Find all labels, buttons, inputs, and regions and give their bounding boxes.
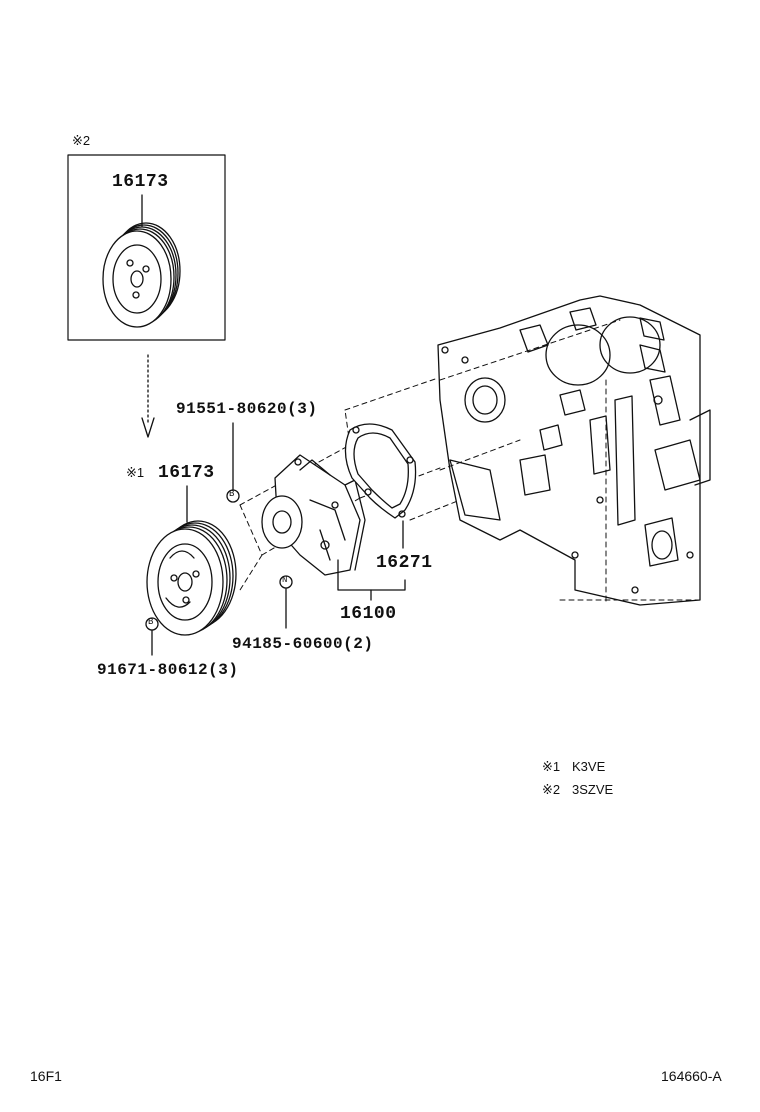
- water-pump-image: [261, 454, 366, 576]
- inset-pulley-image: [102, 222, 181, 328]
- gasket-image: [344, 423, 417, 519]
- pulley-part-number[interactable]: 16173: [158, 463, 215, 483]
- nut-badge: N: [282, 575, 288, 585]
- nut-badge-circle: [279, 575, 293, 589]
- gasket-part-number[interactable]: 16271: [376, 553, 433, 573]
- inset-box: [67, 154, 226, 341]
- mark1-label: ※1: [126, 465, 145, 480]
- footer-illustration-id: 164660-A: [661, 1068, 722, 1084]
- bolt-lower-badge-circle: [145, 617, 159, 631]
- bolt-upper-badge: B: [229, 489, 235, 499]
- inset-pulley-part-number[interactable]: 16173: [112, 172, 169, 192]
- engine-block-image: [437, 295, 711, 606]
- water-pump-part-number[interactable]: 16100: [340, 604, 397, 624]
- legend-text-2: 3SZVE: [572, 782, 614, 797]
- bolt-upper-badge-circle: [226, 489, 240, 503]
- legend-mark-2: ※2: [542, 782, 561, 797]
- nut-part-number[interactable]: 94185-60600(2): [232, 635, 374, 653]
- mark2-label: ※2: [72, 133, 91, 148]
- legend-text-1: K3VE: [572, 759, 606, 774]
- footer-page-code: 16F1: [30, 1068, 62, 1084]
- bolt-lower-badge: B: [148, 617, 154, 627]
- main-pulley-image: [146, 520, 237, 636]
- bolt-upper-part-number[interactable]: 91551-80620(3): [176, 400, 318, 418]
- legend-mark-1: ※1: [542, 759, 561, 774]
- bolt-lower-part-number[interactable]: 91671-80612(3): [97, 661, 239, 679]
